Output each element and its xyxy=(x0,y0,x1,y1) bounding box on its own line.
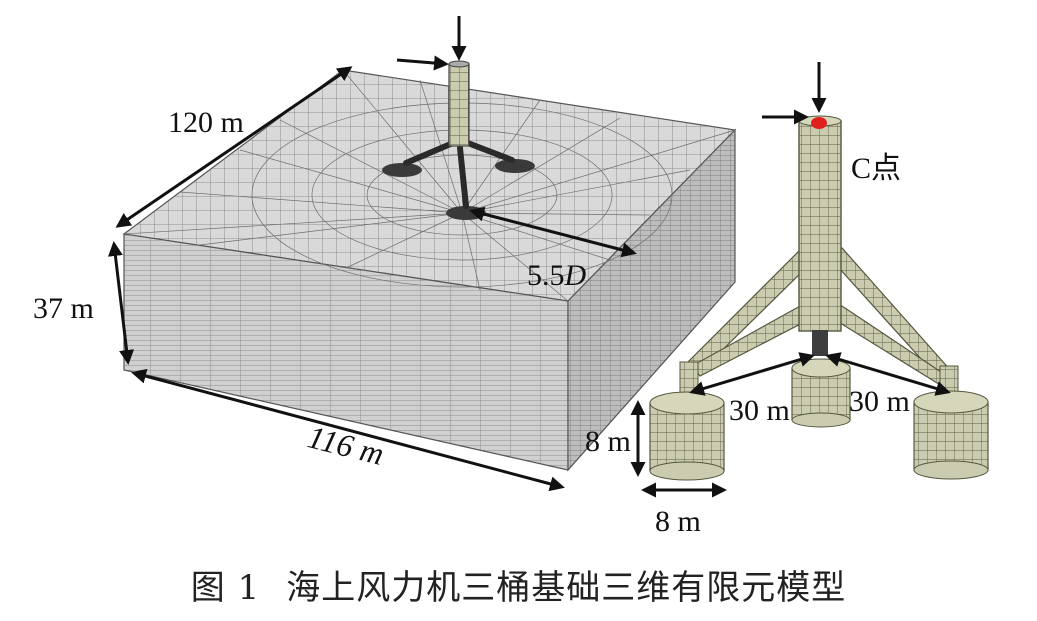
block-height-label: 37 m xyxy=(33,292,94,325)
bucket-footprint xyxy=(382,163,422,177)
bucket-spacing-right-arrow xyxy=(825,352,951,396)
soil-block-side-face xyxy=(567,128,736,472)
bucket-diameter-label: 8 m xyxy=(655,505,701,538)
width-dimension-arrow xyxy=(115,66,353,228)
bucket-center xyxy=(791,358,851,428)
bucket-footprint xyxy=(495,159,535,173)
depth-dimension-arrow xyxy=(131,368,565,492)
tripod-tower xyxy=(798,120,842,332)
figure-number: 图 1 xyxy=(190,568,261,608)
bucket-left xyxy=(649,391,725,481)
bucket-height-label: 8 m xyxy=(585,425,631,458)
spacing-dimension-arrow xyxy=(469,206,637,258)
bucket-spacing-right-label: 30 m xyxy=(849,385,910,418)
figure-caption: 图 1 海上风力机三桶基础三维有限元模型 xyxy=(0,560,1037,609)
spacing-value: 5.5 xyxy=(527,259,565,292)
bucket-spacing-left-arrow xyxy=(689,352,815,396)
bucket-right xyxy=(913,390,989,480)
tripod-braces xyxy=(687,247,953,387)
horizontal-load-arrow xyxy=(396,55,449,71)
point-c-label: C点 xyxy=(851,152,901,185)
spacing-unit: D xyxy=(564,259,587,292)
figure-title: 海上风力机三桶基础三维有限元模型 xyxy=(286,568,847,608)
block-tower xyxy=(448,63,470,147)
point-c-marker xyxy=(811,117,827,129)
block-width-label: 120 m xyxy=(168,106,244,139)
finite-element-figure: 120 m 37 m 116 m 5.5D xyxy=(33,16,989,538)
spacing-label: 5.5D xyxy=(527,259,587,292)
height-dimension-arrow xyxy=(107,241,135,365)
bucket-spacing-left-label: 30 m xyxy=(729,394,790,427)
